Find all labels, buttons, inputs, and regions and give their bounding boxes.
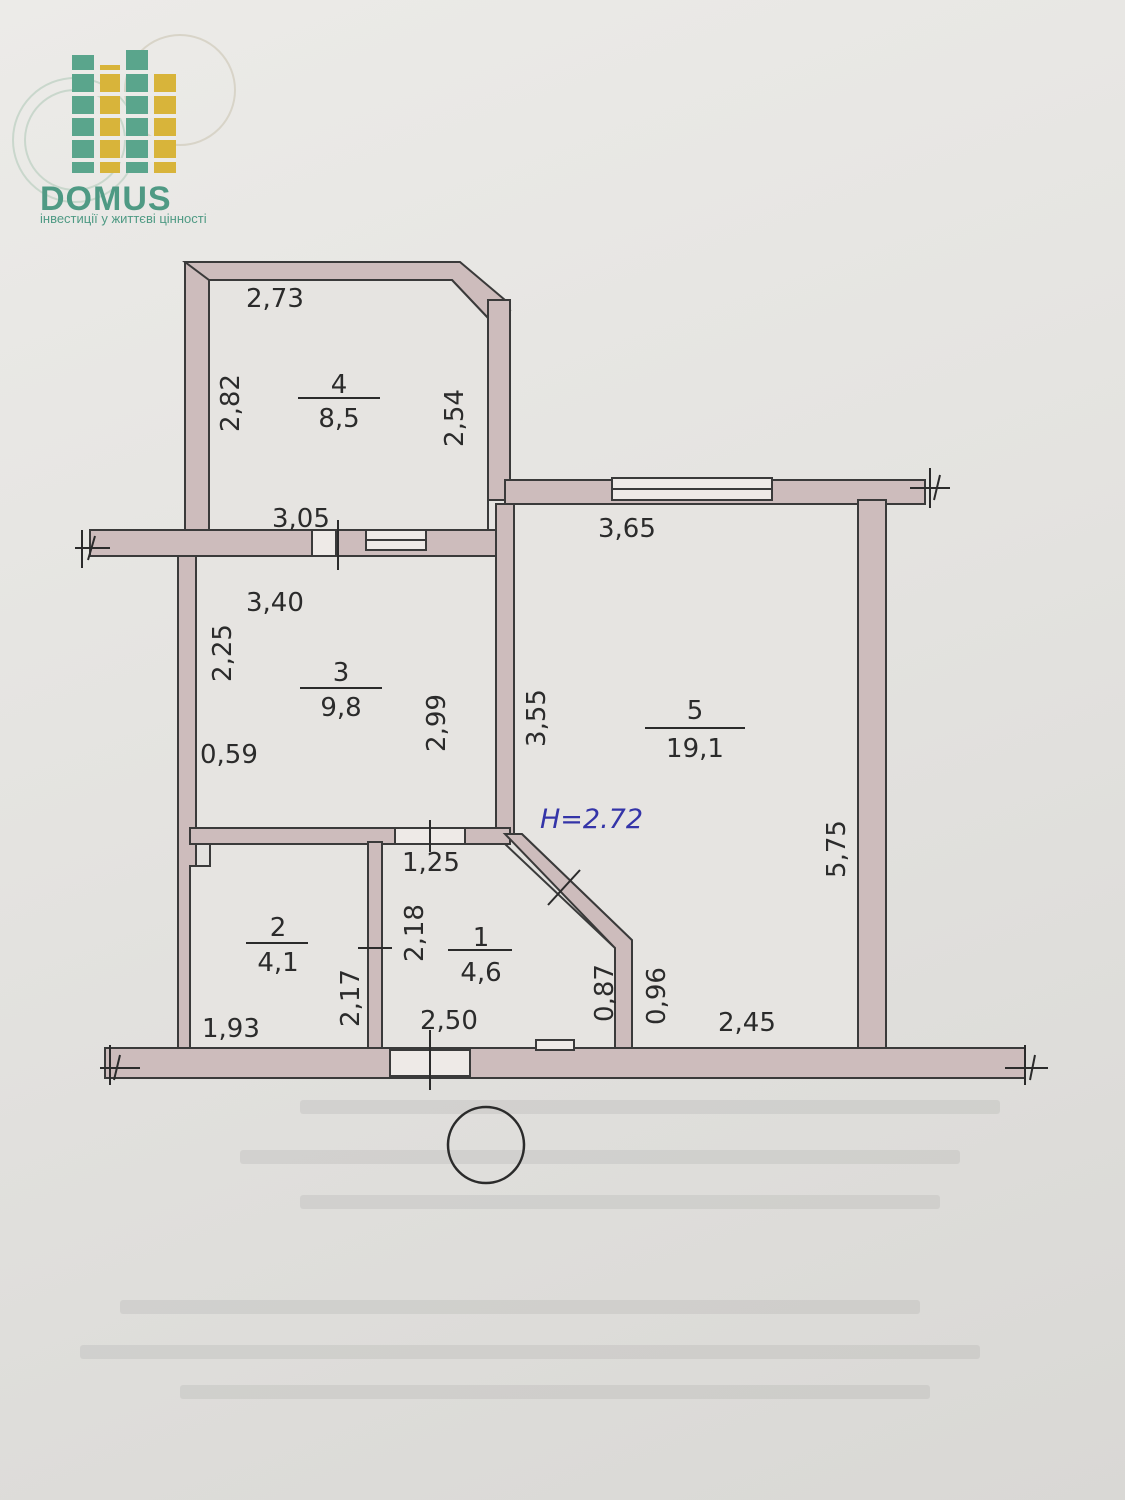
background-ghost-text: [80, 1345, 980, 1359]
dim-room2-right: 2,17: [335, 969, 366, 1027]
room-5-floor: [513, 503, 859, 1049]
ceiling-height: H=2.72: [540, 804, 644, 835]
background-ghost-text: [240, 1150, 960, 1164]
dim-room1-right: 0,87: [589, 964, 620, 1022]
room-5-number: 5: [686, 696, 704, 726]
door-room1-step: [535, 1039, 575, 1051]
compass-circle: [446, 1105, 526, 1185]
background-ghost-text: [300, 1100, 1000, 1114]
walls: [89, 261, 1026, 1079]
dim-room5-right: 5,75: [821, 820, 852, 878]
room-4-floor: [208, 279, 489, 531]
room-5-area: 19,1: [666, 734, 724, 764]
background-ghost-text: [180, 1385, 930, 1399]
room-1-number: 1: [472, 923, 490, 953]
room-3-area: 9,8: [320, 693, 362, 723]
dim-room4-right: 2,54: [439, 389, 470, 447]
dim-room5-top: 3,65: [598, 514, 656, 544]
dim-room1-bottom: 2,50: [420, 1006, 478, 1036]
dim-room4-bottom: 3,05: [272, 504, 330, 534]
room-2-number: 2: [269, 913, 287, 943]
room-4-area: 8,5: [318, 404, 360, 434]
dim-room4-left: 2,82: [215, 374, 246, 432]
wall-mid-left: [89, 529, 511, 557]
dim-wall-3-5: 3,55: [521, 689, 552, 747]
dim-shaft: 0,59: [200, 740, 258, 770]
dim-room1-top: 1,25: [402, 848, 460, 878]
wall-right-room5: [857, 499, 887, 1061]
room-3-floor: [195, 555, 497, 829]
room-4-number: 4: [330, 370, 348, 400]
room-1-area: 4,6: [460, 958, 502, 988]
room-3-number: 3: [332, 658, 350, 688]
dim-room3-left: 2,25: [207, 624, 238, 682]
dim-room4-top: 2,73: [246, 284, 304, 314]
door-balcony: [311, 529, 337, 557]
logo-tagline: інвестиції у життєві цінності: [40, 211, 207, 226]
domus-logo-icon: [12, 34, 236, 203]
wall-right-room4: [487, 299, 511, 501]
logo-name: DOMUS: [40, 180, 172, 218]
dim-room5-leftlow: 0,96: [641, 967, 672, 1025]
wall-bottom: [104, 1047, 1026, 1079]
room-2-floor: [189, 843, 369, 1049]
room-2-area: 4,1: [257, 948, 299, 978]
dim-room3-top: 3,40: [246, 588, 304, 618]
wall-3-5: [495, 503, 515, 835]
dim-room1-left: 2,18: [399, 904, 430, 962]
dim-room3-right: 2,99: [421, 694, 452, 752]
background-ghost-text: [300, 1195, 940, 1209]
wall-left-room4: [184, 261, 210, 561]
dim-room2-bottom: 1,93: [202, 1014, 260, 1044]
background-ghost-text: [120, 1300, 920, 1314]
dim-room5-bottom: 2,45: [718, 1008, 776, 1038]
